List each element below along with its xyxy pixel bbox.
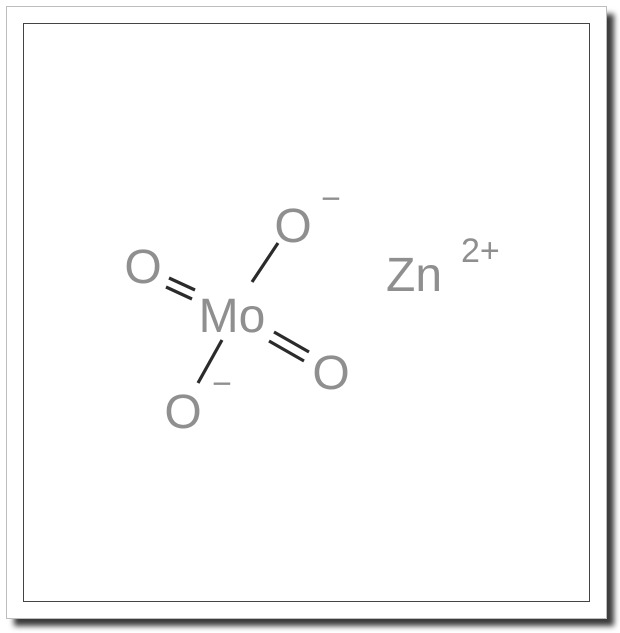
atom-zn: Zn <box>386 249 442 302</box>
outer-frame <box>6 6 607 619</box>
bond-mo-o-left-a <box>168 276 196 292</box>
atom-o-left: O <box>124 241 161 294</box>
bonds <box>165 242 310 384</box>
atom-o-top: O <box>274 200 311 253</box>
bond-mo-o-bottom <box>196 339 224 384</box>
bond-mo-o-right-b <box>268 339 305 363</box>
charge-o-bottom: − <box>212 365 232 403</box>
atom-o-bottom: O <box>164 386 201 439</box>
atoms: Mo O − O O O − Zn 2+ <box>124 180 499 439</box>
bond-mo-o-top <box>250 242 280 283</box>
atom-o-right: O <box>312 347 349 400</box>
charge-zn: 2+ <box>461 232 500 270</box>
structure-panel <box>23 23 590 602</box>
bond-mo-o-left-b <box>165 285 193 301</box>
atom-mo: Mo <box>199 290 266 343</box>
charge-o-top: − <box>321 180 341 218</box>
bond-mo-o-right-a <box>273 330 310 354</box>
